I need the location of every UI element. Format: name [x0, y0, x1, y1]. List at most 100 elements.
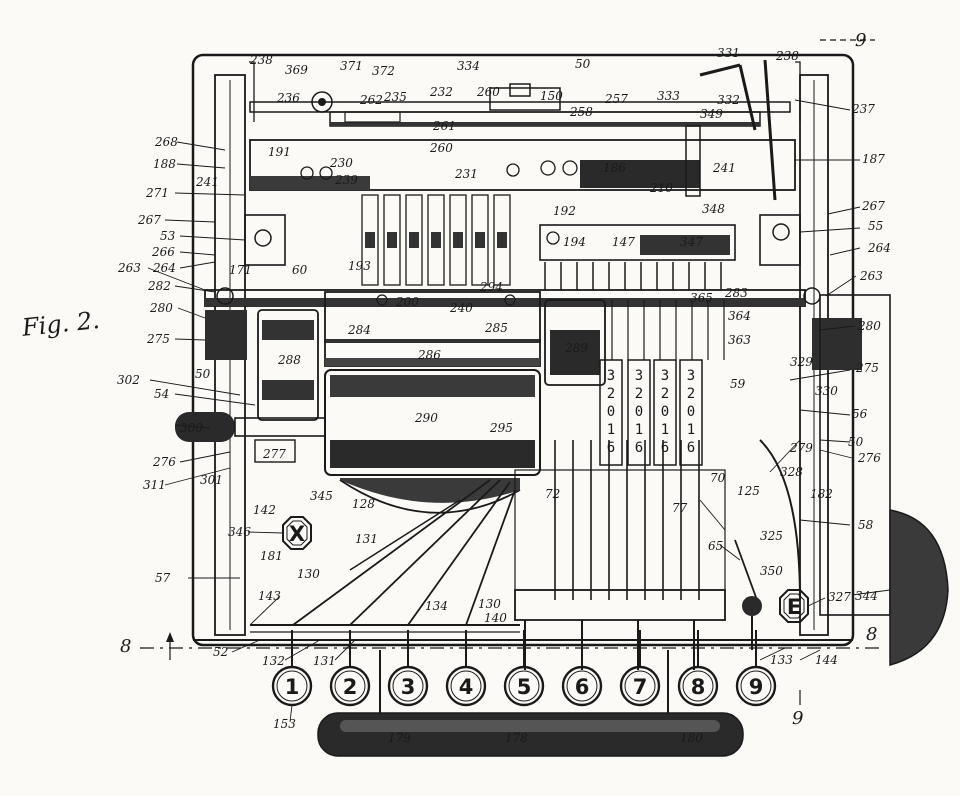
- ref-numeral-n266: 266: [151, 245, 175, 259]
- ref-numeral-n328: 328: [780, 465, 803, 479]
- ref-numeral-n300: 300: [180, 421, 203, 435]
- ref-numeral-n50b: 50: [195, 367, 211, 381]
- ref-numeral-n277: 277: [262, 447, 286, 461]
- leader-line: [179, 235, 246, 241]
- key-9[interactable]: 9: [735, 630, 777, 707]
- key-cap-ring: [566, 670, 598, 702]
- ref-numeral-n50a: 50: [575, 57, 591, 71]
- leader-line: [759, 647, 786, 661]
- ref-numeral-n289: 289: [564, 341, 588, 355]
- counter-digit: 6: [635, 440, 643, 456]
- leader-line: [827, 206, 861, 215]
- leader-line: [249, 595, 281, 626]
- ref-numeral-n186: 186: [603, 161, 626, 175]
- leader-line: [829, 247, 861, 256]
- space-bar: [317, 650, 744, 757]
- ref-numeral-n236: 236: [276, 91, 300, 105]
- key-cap[interactable]: [561, 665, 603, 707]
- ref-numeral-n257: 257: [604, 92, 628, 106]
- ref-numeral-n276b: 276: [857, 451, 881, 465]
- ref-numeral-n231: 231: [454, 167, 478, 181]
- counter-digit: 3: [635, 368, 643, 384]
- ref-numeral-n133: 133: [770, 653, 793, 667]
- ref-numeral-n302: 302: [117, 373, 140, 387]
- key-2[interactable]: 2: [329, 630, 371, 707]
- counter-wheel: [653, 359, 677, 466]
- ref-numeral-n65: 65: [708, 539, 723, 553]
- ref-numeral-n241b: 241: [195, 175, 219, 189]
- leader-line: [174, 338, 206, 341]
- key-cap[interactable]: [503, 665, 545, 707]
- counter-digit: 6: [661, 440, 669, 456]
- key-3[interactable]: 3: [387, 630, 429, 707]
- ref-numeral-n153: 153: [273, 717, 296, 731]
- ref-numeral-n171: 171: [229, 263, 252, 277]
- type-slide-notch: [409, 232, 419, 248]
- counter-digit: 1: [687, 422, 695, 438]
- ref-numeral-n131a: 131: [355, 532, 378, 546]
- ref-numeral-n371: 371: [340, 59, 363, 73]
- key-cap[interactable]: [619, 665, 661, 707]
- ref-numeral-n280b: 280: [857, 319, 881, 333]
- ref-numeral-n70: 70: [710, 471, 726, 485]
- key-cap-ring: [450, 670, 482, 702]
- key-cap[interactable]: [677, 665, 719, 707]
- leader-line: [789, 369, 851, 381]
- counter-digit: 0: [687, 404, 695, 420]
- ref-numeral-n130a: 130: [297, 567, 320, 581]
- ref-numeral-n331: 331: [717, 46, 740, 60]
- ref-numeral-n330: 330: [815, 384, 838, 398]
- key-e[interactable]: E: [779, 589, 809, 623]
- ref-numeral-n347: 347: [680, 235, 703, 249]
- key-cap-ring: [392, 670, 424, 702]
- ref-numeral-n363: 363: [728, 333, 751, 347]
- crossbar-186: [249, 125, 796, 197]
- leader-line: [174, 393, 256, 406]
- key-cap[interactable]: [735, 665, 777, 707]
- type-slide-notch: [431, 232, 441, 248]
- crossbar-147: [539, 224, 736, 261]
- leader-line: [794, 99, 851, 111]
- leader-line: [174, 285, 216, 293]
- key-4[interactable]: 4: [445, 630, 487, 707]
- right-side-bracket: [819, 294, 891, 616]
- ref-numeral-n53: 53: [160, 229, 176, 243]
- key-1[interactable]: 1: [271, 630, 313, 707]
- key-cap[interactable]: [329, 665, 371, 707]
- ref-numeral-n147: 147: [612, 235, 635, 249]
- leader-line: [819, 325, 856, 331]
- ref-numeral-n50c: 50: [848, 435, 864, 449]
- key-e-label: E: [787, 595, 801, 619]
- leader-line: [799, 409, 851, 416]
- ref-numeral-n179: 179: [388, 731, 411, 745]
- ref-numeral-n350: 350: [760, 564, 783, 578]
- type-slide-notch: [387, 232, 397, 248]
- ref-numeral-n230: 230: [329, 156, 353, 170]
- key-8[interactable]: 8: [677, 630, 719, 707]
- key-label: 8: [691, 675, 706, 699]
- ref-numeral-n365: 365: [690, 291, 713, 305]
- ref-numeral-n311: 311: [143, 478, 166, 492]
- key-7[interactable]: 7: [619, 630, 661, 707]
- key-cap[interactable]: [445, 665, 487, 707]
- leader-lines: [147, 99, 891, 723]
- leader-line: [147, 267, 206, 291]
- type-slide: [361, 194, 379, 286]
- ref-numeral-n263b: 263: [859, 269, 883, 283]
- key-6[interactable]: 6: [561, 630, 603, 707]
- leader-line: [289, 704, 293, 723]
- key-cap[interactable]: [387, 665, 429, 707]
- leader-line: [284, 639, 321, 661]
- ref-numeral-n286: 286: [417, 348, 441, 362]
- key-x[interactable]: X: [282, 516, 312, 550]
- platen-290: [324, 369, 541, 476]
- type-slide: [427, 194, 445, 286]
- counter-digit: 0: [635, 404, 643, 420]
- key-cap-ring: [508, 670, 540, 702]
- ref-numeral-n332: 332: [717, 93, 740, 107]
- section-mark-9-top: 9: [855, 30, 866, 51]
- key-5[interactable]: 5: [503, 630, 545, 707]
- leader-line: [851, 589, 891, 596]
